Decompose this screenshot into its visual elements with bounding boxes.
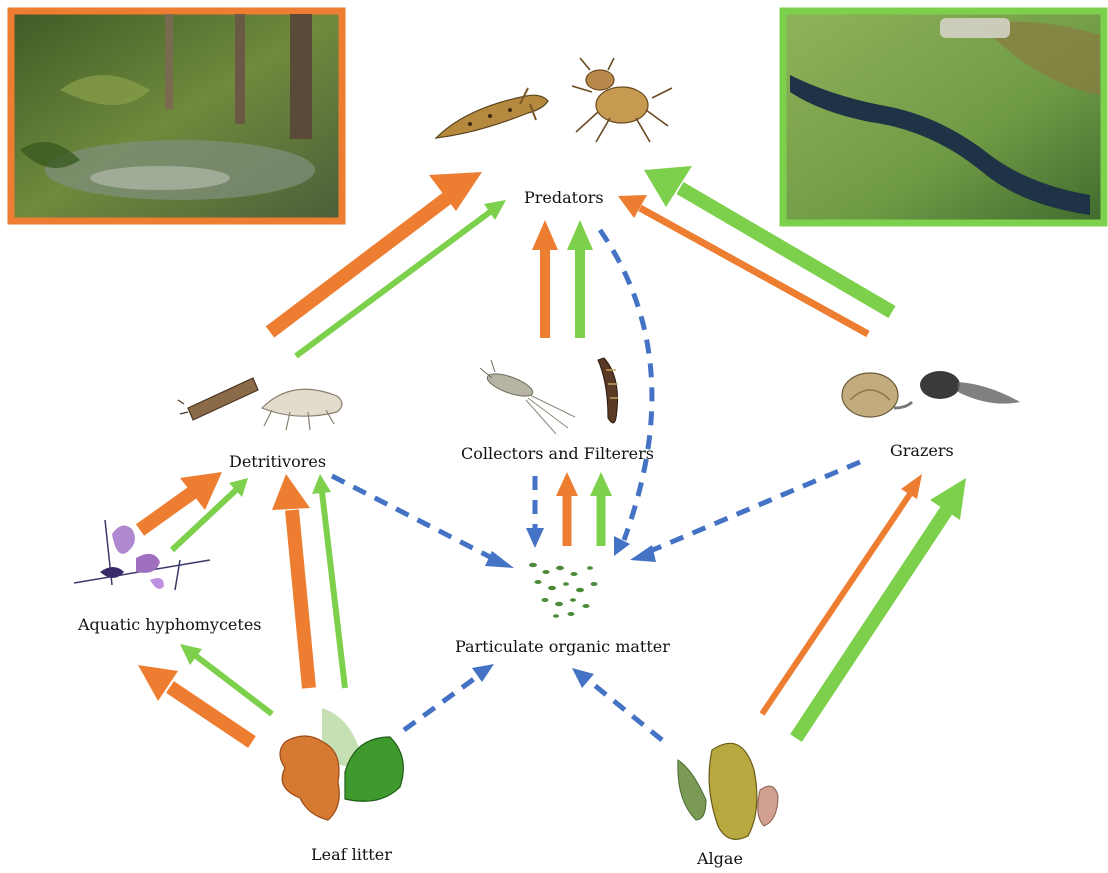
algae-icon	[678, 743, 778, 839]
mayfly-nymph-icon	[480, 360, 575, 434]
collectors-label: Collectors and Filterers	[461, 444, 654, 464]
detritivores-label: Detritivores	[229, 452, 326, 472]
meadow-stream-photo	[783, 11, 1104, 223]
arrow-leaf-litter-to-detritivores-green	[312, 474, 345, 688]
predators-label: Predators	[524, 188, 604, 208]
arrow-pom-to-collectors-orange	[556, 472, 578, 546]
pom-label: Particulate organic matter	[455, 637, 670, 657]
arrow-hyphomycetes-to-detritivores-orange	[140, 472, 222, 530]
arrow-detritivores-to-pom-dashed	[332, 476, 514, 568]
pom-particles-icon	[529, 563, 598, 618]
arrow-leaf-litter-to-hyphomycetes-orange	[138, 665, 252, 742]
chironomid-larva-icon	[598, 358, 618, 423]
arrow-collectors-to-predators-orange	[532, 220, 558, 338]
arrow-algae-to-grazers-green	[796, 478, 966, 738]
arrow-leaf-litter-to-pom-dashed	[404, 664, 494, 730]
predator-organisms-icon	[436, 58, 672, 142]
arrow-leaf-litter-to-detritivores-orange	[272, 474, 310, 688]
forest-stream-photo	[11, 11, 342, 221]
arrow-algae-to-pom-dashed	[572, 668, 662, 740]
stonefly-larva-icon	[572, 58, 672, 142]
caddisfly-case-icon	[178, 378, 258, 420]
arrow-collectors-to-pom-dashed	[526, 476, 544, 548]
hyphomycetes-label: Aquatic hyphomycetes	[78, 615, 262, 635]
arrow-collectors-to-predators-green	[567, 220, 593, 338]
arrow-grazers-to-pom-dashed	[630, 462, 860, 562]
detritivore-organisms-icon	[178, 378, 342, 430]
algae-label: Algae	[697, 849, 743, 869]
grazers-label: Grazers	[890, 441, 954, 461]
salamander-larva-icon	[436, 88, 548, 138]
grazer-organisms-icon	[842, 371, 1020, 417]
tadpole-icon	[920, 371, 1020, 404]
leaf-litter-icon	[280, 708, 403, 820]
leaf-litter-label: Leaf litter	[311, 845, 392, 865]
snail-icon	[842, 373, 912, 417]
arrow-pom-to-collectors-green	[590, 472, 612, 546]
collector-organisms-icon	[480, 358, 618, 434]
amphipod-icon	[262, 389, 342, 430]
